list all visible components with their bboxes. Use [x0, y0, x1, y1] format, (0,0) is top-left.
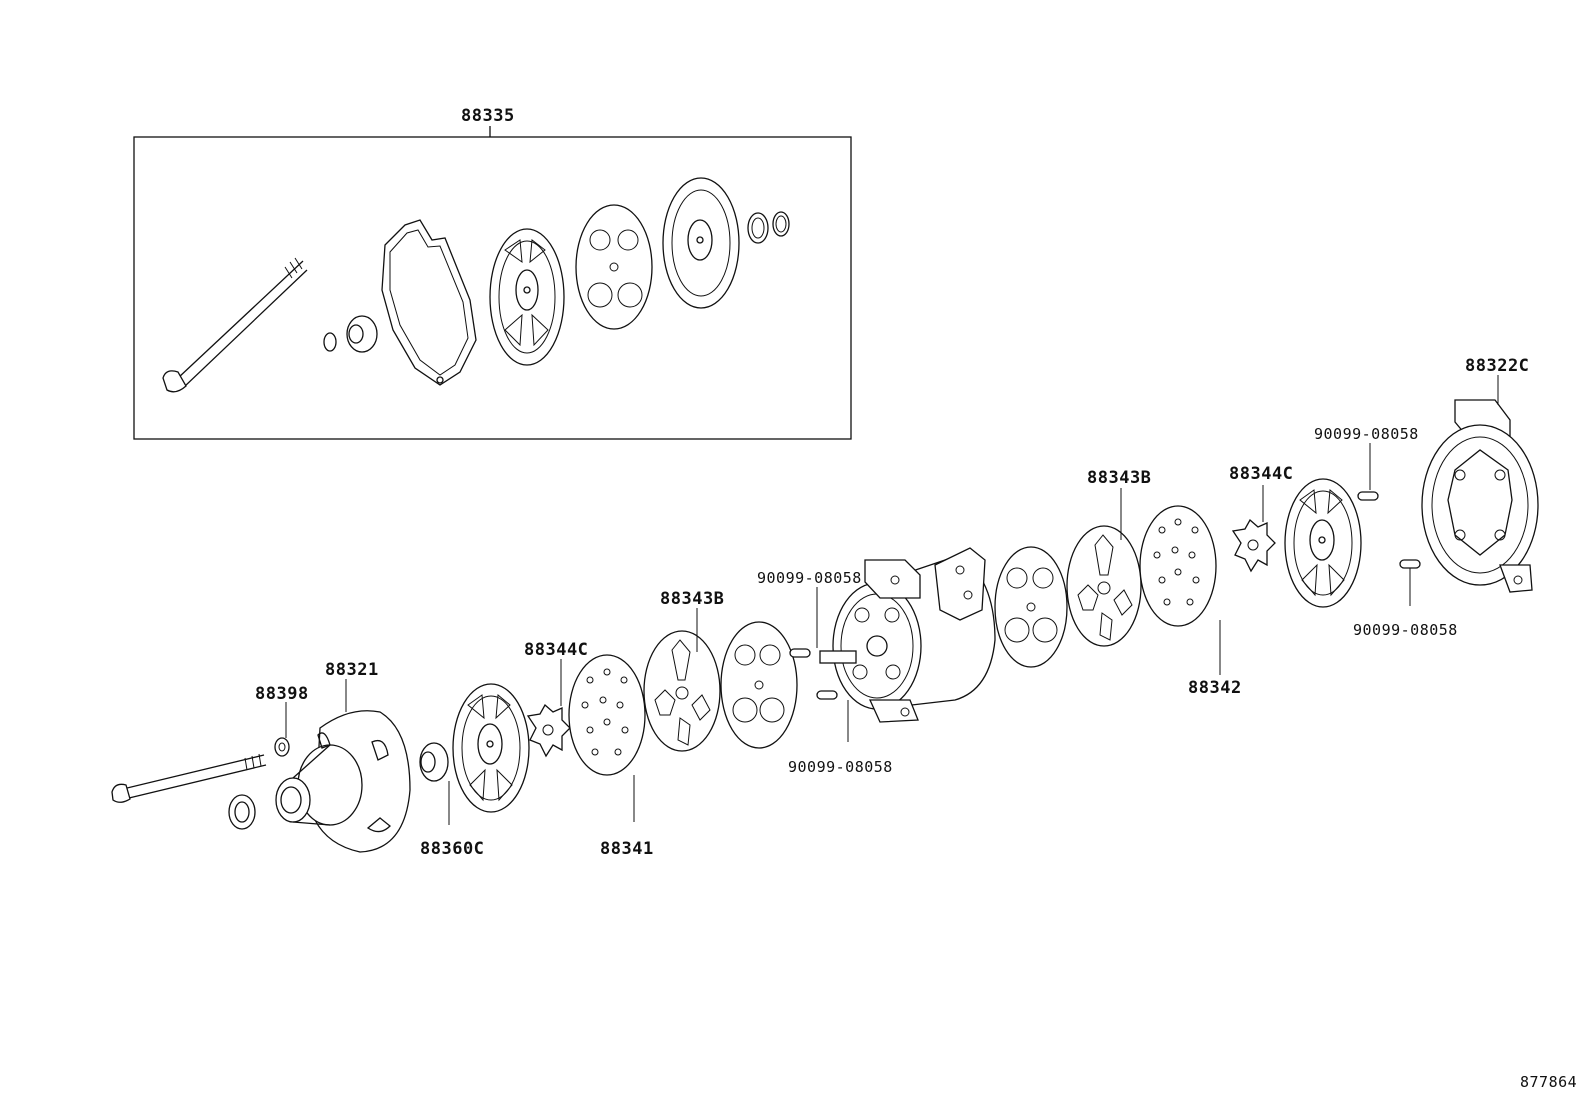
figure-code: 877864 [1520, 1073, 1578, 1091]
kit-bushing-icon [346, 315, 378, 353]
kit-88335-frame [133, 126, 852, 440]
label-88335: 88335 [461, 106, 515, 126]
label-88344c-right: 88344C [1229, 464, 1294, 484]
label-88343b-right: 88343B [1087, 468, 1152, 488]
kit-gasket-icon [381, 219, 477, 386]
front-housing-88321-icon [275, 710, 411, 853]
label-88343b-left: 88343B [660, 589, 725, 609]
label-90099-right-lower: 90099-08058 [1353, 621, 1458, 639]
leader-lines [285, 375, 1499, 825]
washer-88398-icon [274, 737, 290, 757]
pin-lower-right-icon [1399, 559, 1421, 569]
pin-upper-left-icon [789, 648, 811, 658]
label-88322c: 88322C [1465, 356, 1530, 376]
suction-reed-plate-right-icon [994, 546, 1068, 668]
label-88341: 88341 [600, 839, 654, 859]
label-88342: 88342 [1188, 678, 1242, 698]
front-valve-plate-icon [452, 683, 530, 813]
kit-valve-plate-2-icon [662, 177, 740, 309]
label-88360c: 88360C [420, 839, 485, 859]
compressor-body-icon [819, 547, 996, 723]
kit-valve-plate-1-icon [489, 228, 565, 366]
label-90099-mid-upper: 90099-08058 [757, 569, 862, 587]
kit-washer-icon [323, 332, 337, 352]
reed-plate-88343b-right-icon [1066, 525, 1142, 647]
bushing-88360c-icon [419, 742, 449, 782]
rear-valve-plate-icon [1284, 478, 1362, 608]
pin-lower-left-icon [816, 690, 838, 700]
rear-housing-88322c-icon [1421, 399, 1539, 593]
valve-88342-icon [1139, 505, 1217, 627]
label-88321: 88321 [325, 660, 379, 680]
reed-plate-88343b-left-icon [643, 630, 721, 752]
pin-upper-right-icon [1357, 491, 1379, 501]
shaft-seal-icon [228, 794, 256, 830]
gasket-88344c-left-icon [526, 703, 571, 758]
suction-reed-plate-left-icon [720, 621, 798, 749]
label-88344c-left: 88344C [524, 640, 589, 660]
kit-reed-plate-icon [575, 204, 653, 330]
label-88398: 88398 [255, 684, 309, 704]
through-bolt-icon [111, 753, 267, 803]
kit-o-rings-icon [747, 211, 790, 244]
label-90099-top-right: 90099-08058 [1314, 425, 1419, 443]
valve-88341-icon [568, 654, 646, 776]
kit-through-bolt-icon [162, 257, 308, 393]
label-90099-mid-lower: 90099-08058 [788, 758, 893, 776]
gasket-88344c-right-icon [1231, 518, 1276, 573]
